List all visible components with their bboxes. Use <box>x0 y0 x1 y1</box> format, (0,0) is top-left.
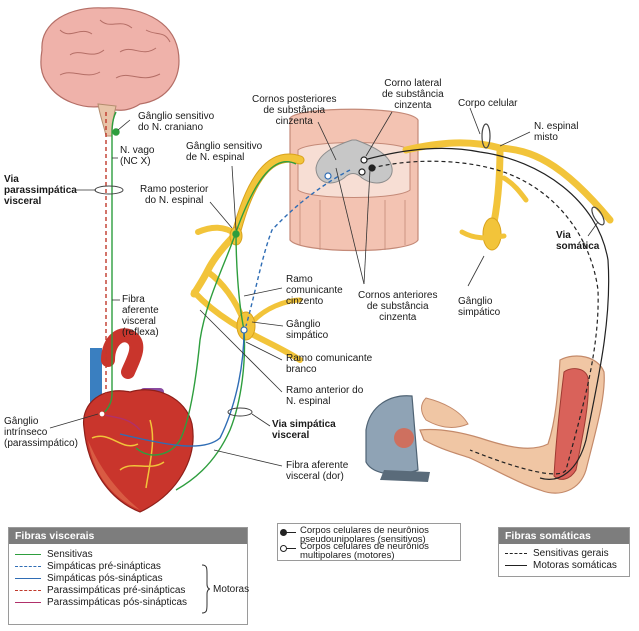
legend-visceral-item: Simpáticas pós-sinápticas <box>9 572 247 584</box>
label-cell-body: Corpo celular <box>458 98 518 109</box>
label-intrinsic-ganglion: Gânglio intrínseco (parassimpático) <box>4 416 78 449</box>
label-white-ramus: Ramo comunicante branco <box>286 353 373 375</box>
legend-open-swatch <box>280 545 296 552</box>
spinal-cord-illustration <box>289 108 419 252</box>
legend-swatch <box>15 565 41 567</box>
legend-somatic-title: Fibras somáticas <box>499 528 629 544</box>
legend-visceral-item: Sensitivas <box>9 548 247 560</box>
iron-illustration <box>365 395 430 482</box>
legend-cell-item: Corpos celulares de neurônios multipolar… <box>278 541 460 561</box>
legend-somatic-item: Motoras somáticas <box>499 559 629 571</box>
label-anterior-ramus: Ramo anterior do N. espinal <box>286 385 364 407</box>
legend-item-label: Simpáticas pós-sinápticas <box>47 572 163 584</box>
label-anterior-horns: Cornos anteriores de substância cinzenta <box>358 290 438 323</box>
label-sympathetic-pathway: Via simpática visceral <box>272 419 336 441</box>
legend-item-label: Parassimpáticas pós-sinápticas <box>47 596 188 608</box>
arm-illustration <box>419 355 605 494</box>
legend-visceral-item: Simpáticas pré-sinápticas <box>9 560 247 572</box>
legend-cell-label: Corpos celulares de neurônios multipolar… <box>300 541 429 561</box>
parasympathetic-marker <box>94 185 124 195</box>
legend-somatic-item: Sensitivas gerais <box>499 547 629 559</box>
legend-swatch <box>15 589 41 591</box>
legend-visceral-fibers: Fibras viscerais Sensitivas Simpáticas p… <box>8 527 250 625</box>
label-spinal-sensory-ganglion: Gânglio sensitivo de N. espinal <box>186 141 263 163</box>
legend-cell-item: Corpos celulares de neurônios pseudounip… <box>278 525 460 545</box>
label-sympathetic-ganglion-1: Gânglio simpático <box>286 319 329 341</box>
legend-visceral-item: Parassimpáticas pós-sinápticas <box>9 596 247 608</box>
sympathetic-marker <box>227 407 253 417</box>
parasympathetic-fibers <box>98 112 141 431</box>
label-visceral-afferent-pain: Fibra aferente visceral (dor) <box>286 460 349 482</box>
legend-item-label: Parassimpáticas pré-sinápticas <box>47 584 186 596</box>
leader-lines <box>49 107 599 467</box>
legend-swatch <box>15 601 41 603</box>
legend-item-label: Motoras somáticas <box>533 559 617 571</box>
legend-swatch <box>15 553 41 555</box>
label-somatic-pathway: Via somática <box>556 230 600 252</box>
legend-motor-label: Motoras <box>213 584 250 595</box>
sympathetic-fibers <box>119 169 351 447</box>
legend-somatic-fibers: Fibras somáticas Sensitivas gerais Motor… <box>498 527 630 577</box>
legend-swatch <box>505 552 527 554</box>
legend-filled-swatch <box>280 529 296 536</box>
label-gray-ramus: Ramo comunicante cinzento <box>286 274 343 307</box>
label-lateral-horn: Corno lateral de substância cinzenta <box>382 78 444 111</box>
legend-bracket <box>201 564 211 614</box>
label-sympathetic-ganglion-2: Gânglio simpático <box>458 296 501 318</box>
legend-visceral-title: Fibras viscerais <box>9 528 247 544</box>
label-mixed-spinal-nerve: N. espinal misto <box>534 121 579 143</box>
legend-swatch <box>15 577 41 579</box>
label-cranial-sensory-ganglion: Gânglio sensitivo do N. craniano <box>138 111 215 133</box>
legend-cell-label: Corpos celulares de neurônios pseudounip… <box>300 525 429 545</box>
legend-swatch <box>505 564 527 566</box>
somatic-fibers <box>358 123 610 480</box>
heart-illustration <box>83 328 194 513</box>
label-visceral-afferent-reflex: Fibra aferente visceral (reflexa) <box>122 294 159 338</box>
label-vagus-nerve: N. vago (NC X) <box>120 145 155 167</box>
legend-visceral-item: Parassimpáticas pré-sinápticas <box>9 584 247 596</box>
legend-cell-bodies: Corpos celulares de neurônios pseudounip… <box>277 523 461 561</box>
legend-item-label: Sensitivas gerais <box>533 547 609 559</box>
legend-item-label: Sensitivas <box>47 548 93 560</box>
legend-item-label: Simpáticas pré-sinápticas <box>47 560 161 572</box>
label-posterior-ramus: Ramo posterior do N. espinal <box>140 184 209 206</box>
label-posterior-horns: Cornos posteriores de substância cinzent… <box>252 94 337 127</box>
label-parasympathetic-pathway: Via parassimpática visceral <box>4 174 77 207</box>
